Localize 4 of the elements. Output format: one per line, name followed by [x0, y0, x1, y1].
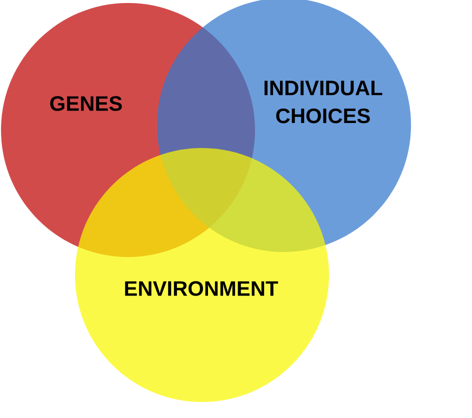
circle-label: ENVIRONMENT	[125, 281, 278, 296]
circle-label: INDIVIDUAL CHOICES	[264, 80, 382, 124]
circle-label: GENES	[50, 96, 122, 111]
venn-circle	[75, 148, 329, 402]
